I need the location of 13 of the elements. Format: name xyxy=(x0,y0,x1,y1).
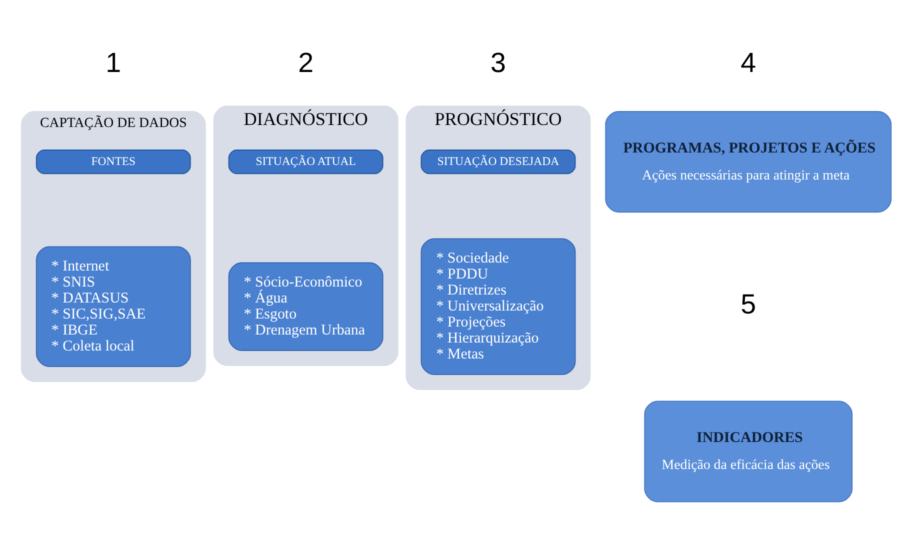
label: 3 xyxy=(490,46,506,78)
node-box: * Sociedade * PDDU * Diretrizes * Universalização * Projeções * Hierarquização * Metas xyxy=(420,238,576,376)
label: 5 xyxy=(740,288,756,320)
node-box: * Internet * SNIS * DATASUS * SIC,SIG,SAE * IBGE * Coleta local xyxy=(36,246,191,368)
label: 1 xyxy=(106,46,122,78)
node-box: SITUAÇÃO DESEJADA xyxy=(420,150,576,174)
node-box: * Sócio-Econômico * Água * Esgoto * Drenagem Urbana xyxy=(228,262,384,351)
node-box: PROGRAMAS, PROJETOS E AÇÕES Ações necessárias para atingir a meta xyxy=(605,111,892,213)
label: 2 xyxy=(298,46,314,78)
node-box: INDICADORES Medição da eficácia das ações xyxy=(644,400,853,502)
node-box: SITUAÇÃO ATUAL xyxy=(228,150,384,174)
node-box: FONTES xyxy=(36,150,191,174)
label: 4 xyxy=(740,46,756,78)
